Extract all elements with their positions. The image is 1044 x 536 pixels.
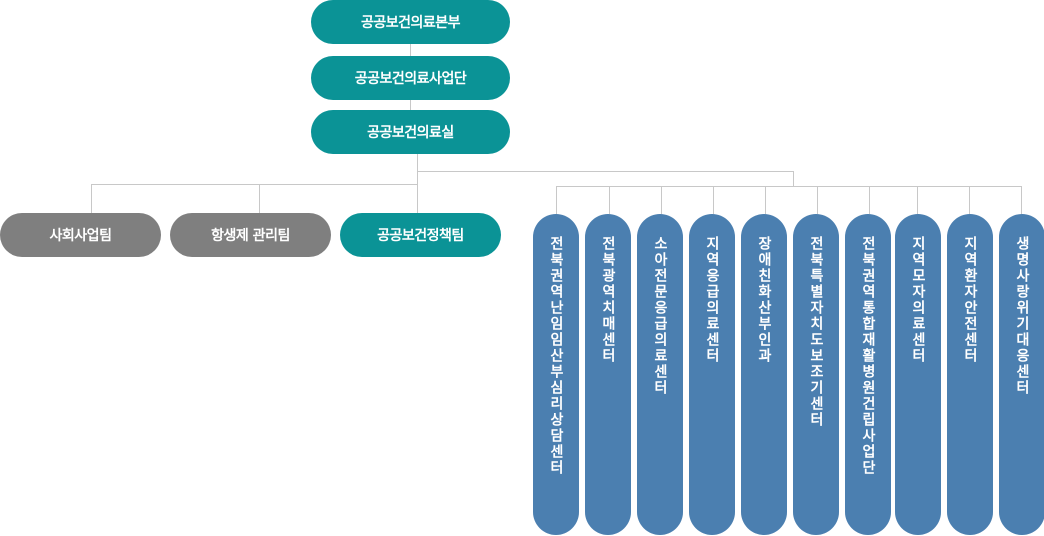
connector-hq-division <box>410 44 411 56</box>
team-social-work-label: 사회사업팀 <box>49 228 112 244</box>
center-pediatric-emergency[interactable]: 소아전문응급의료센터 <box>637 214 683 535</box>
center-infertility-counseling-label: 전북권역난임임산부심리상담센터 <box>548 236 564 476</box>
connector-center-9 <box>969 186 970 214</box>
connector-center-drop <box>793 171 794 186</box>
connector-division-office <box>410 100 411 110</box>
connector-center-6 <box>817 186 818 214</box>
connector-center-2 <box>609 186 610 214</box>
team-public-health-policy[interactable]: 공공보건정책팀 <box>340 213 501 257</box>
center-crisis-response-label: 생명사랑위기대응센터 <box>1014 236 1030 396</box>
connector-center-7 <box>869 186 870 214</box>
connector-team-bar <box>91 184 418 185</box>
center-rehab-hospital-project-label: 전북권역통합재활병원건립사업단 <box>860 236 876 476</box>
center-crisis-response[interactable]: 생명사랑위기대응센터 <box>999 214 1044 535</box>
connector-center-10 <box>1021 186 1022 214</box>
team-antibiotic-label: 항생제 관리팀 <box>211 228 290 244</box>
connector-office-down <box>417 153 418 184</box>
center-rehab-hospital-project[interactable]: 전북권역통합재활병원건립사업단 <box>845 214 891 535</box>
connector-team-3 <box>417 184 418 213</box>
team-antibiotic[interactable]: 항생제 관리팀 <box>170 213 331 257</box>
center-patient-safety-label: 지역환자안전센터 <box>962 236 978 364</box>
center-dementia-label: 전북광역치매센터 <box>600 236 616 364</box>
connector-center-3 <box>661 186 662 214</box>
connector-center-4 <box>713 186 714 214</box>
center-infertility-counseling[interactable]: 전북권역난임임산부심리상담센터 <box>533 214 579 535</box>
node-headquarters[interactable]: 공공보건의료본부 <box>311 0 510 44</box>
team-social-work[interactable]: 사회사업팀 <box>0 213 161 257</box>
connector-center-1 <box>556 186 557 214</box>
center-maternal-child[interactable]: 지역모자의료센터 <box>895 214 941 535</box>
connector-center-bar <box>556 186 1022 187</box>
center-patient-safety[interactable]: 지역환자안전센터 <box>947 214 993 535</box>
center-disability-obstetrics-label: 장애친화산부인과 <box>756 236 772 364</box>
center-assistive-device-label: 전북특별자치도보조기센터 <box>808 236 824 428</box>
connector-center-8 <box>917 186 918 214</box>
center-disability-obstetrics[interactable]: 장애친화산부인과 <box>741 214 787 535</box>
center-maternal-child-label: 지역모자의료센터 <box>910 236 926 364</box>
center-pediatric-emergency-label: 소아전문응급의료센터 <box>652 236 668 396</box>
node-office[interactable]: 공공보건의료실 <box>311 110 510 154</box>
node-headquarters-label: 공공보건의료본부 <box>360 15 461 31</box>
node-division[interactable]: 공공보건의료사업단 <box>311 56 510 100</box>
connector-team-1 <box>91 184 92 213</box>
connector-center-5 <box>765 186 766 214</box>
node-division-label: 공공보건의료사업단 <box>354 71 467 87</box>
connector-office-center-link <box>417 171 793 172</box>
team-public-health-policy-label: 공공보건정책팀 <box>377 228 464 244</box>
center-regional-emergency-label: 지역응급의료센터 <box>704 236 720 364</box>
connector-team-2 <box>259 184 260 213</box>
center-dementia[interactable]: 전북광역치매센터 <box>585 214 631 535</box>
center-regional-emergency[interactable]: 지역응급의료센터 <box>689 214 735 535</box>
center-assistive-device[interactable]: 전북특별자치도보조기센터 <box>793 214 839 535</box>
node-office-label: 공공보건의료실 <box>367 125 454 141</box>
